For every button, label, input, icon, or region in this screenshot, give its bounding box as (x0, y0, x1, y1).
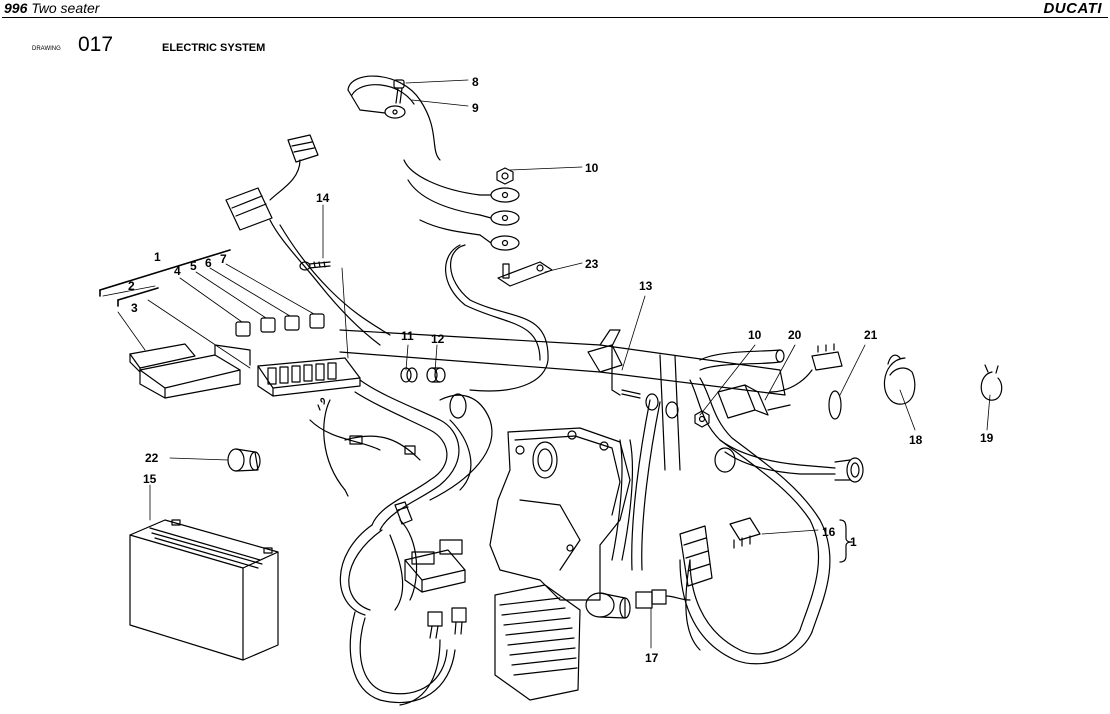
relays (404, 539, 466, 593)
battery-15 (129, 519, 279, 661)
callout-1-right: 1 (850, 535, 857, 549)
callout-11: 11 (401, 329, 414, 343)
main-harness (309, 379, 493, 706)
lower-connectors (427, 607, 467, 639)
brace-16-1 (839, 519, 853, 563)
ground-cable (347, 75, 549, 392)
brand-logo: DUCATI (1043, 0, 1102, 17)
screw-8 (393, 79, 405, 89)
fuse-cover-3 (129, 343, 196, 373)
callout-labels: 8 9 10 23 14 1 2 3 4 5 6 7 11 12 13 10 2… (128, 75, 994, 665)
callout-8: 8 (472, 75, 479, 89)
drawing-number: 017 (78, 33, 114, 56)
mounting-plate (489, 427, 631, 601)
spacer-12 (426, 367, 446, 383)
voltage-regulator (494, 584, 581, 701)
drawing-title: ELECTRIC SYSTEM (162, 42, 266, 54)
callout-7: 7 (220, 252, 227, 266)
connector-17 (635, 589, 691, 609)
callout-14: 14 (316, 191, 330, 205)
fuse-box (257, 357, 361, 397)
bracket-13 (587, 344, 641, 399)
callout-4: 4 (174, 264, 181, 278)
nut-right-10 (645, 393, 710, 428)
callout-18: 18 (909, 433, 923, 447)
ground-bracket-23 (497, 261, 553, 287)
model-name: Two seater (31, 0, 100, 16)
callout-10-right: 10 (748, 328, 762, 342)
right-harness (679, 349, 836, 665)
callout-15: 15 (143, 472, 157, 486)
rubber-plug-22 (227, 448, 261, 472)
fuse-box-bracket (139, 344, 251, 399)
callout-9: 9 (472, 101, 479, 115)
clip-18 (884, 354, 916, 405)
callout-10-top: 10 (585, 161, 599, 175)
callout-23: 23 (585, 257, 599, 271)
callout-2: 2 (128, 279, 135, 293)
callout-13: 13 (639, 279, 653, 293)
model-number: 996 (4, 0, 28, 16)
clip-19 (980, 364, 1003, 401)
callout-1-top: 1 (154, 250, 161, 264)
sensor-21 (769, 343, 843, 420)
grommet-11 (400, 367, 418, 383)
starter-relay (585, 592, 631, 619)
brace-2-3 (99, 249, 231, 307)
screw-14 (299, 261, 331, 271)
ring-terminals (479, 187, 520, 251)
harness-connectors (225, 134, 391, 346)
socket-right (834, 457, 864, 483)
callout-16: 16 (822, 525, 836, 539)
spare-fuses (235, 313, 325, 337)
model-title: 996 Two seater (4, 0, 99, 16)
callout-21: 21 (864, 328, 878, 342)
callout-22: 22 (145, 451, 159, 465)
callout-20: 20 (788, 328, 802, 342)
callout-17: 17 (645, 651, 659, 665)
callout-12: 12 (431, 332, 445, 346)
nut-10 (496, 167, 514, 185)
header-divider (2, 17, 1108, 18)
callout-19: 19 (980, 431, 994, 445)
callout-3: 3 (131, 301, 138, 315)
fuse-16 (729, 517, 761, 549)
drawing-label: DRAWING (32, 46, 61, 52)
right-connector-20 (717, 384, 791, 419)
leader-lines (99, 79, 991, 649)
harness-lead (611, 399, 661, 571)
connector-block-right (679, 525, 713, 587)
callout-6: 6 (205, 256, 212, 270)
callout-5: 5 (190, 259, 197, 273)
